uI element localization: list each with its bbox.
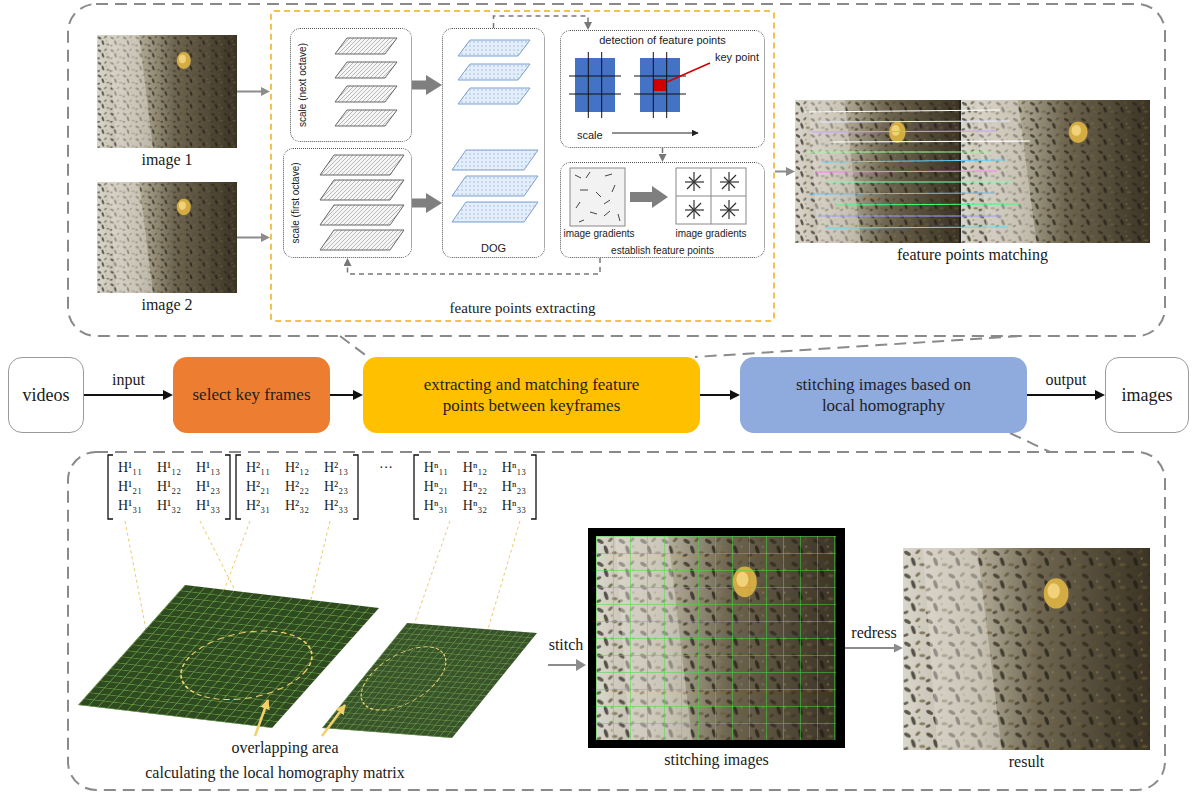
matrix-entry: Hⁿ₃₃ [502,498,526,514]
matrix-entry: Hⁿ₁₂ [463,460,487,476]
image-caption: image 1 [141,151,192,169]
node-text: image gradients [563,228,634,239]
connector-arrow [348,258,601,274]
annotation: overlapping area [231,739,338,757]
matrix-entry: Hⁿ₂₃ [502,479,526,495]
matrix-entry: H²₃₁ [246,498,270,514]
matrix-entry: ··· [379,460,393,476]
terminal-box: images [1105,357,1189,433]
scale-space-box: scale (next octave) [290,28,412,142]
node-text: scale (first octave) [290,162,301,243]
matrix-entry: Hⁿ₁₃ [502,460,526,476]
terminal-box: videos [8,357,84,433]
image-panel: image 2 [97,182,237,293]
gradient-box: image gradients image gradients establish … [560,162,765,258]
matrix-entry: H¹₂₃ [196,479,220,495]
node-text: videos [23,385,70,406]
matrix-entry: H²₁₂ [285,460,309,476]
dog-box: DOG [442,28,545,258]
matrix-entry: H²₃₂ [285,498,309,514]
node-text: scale (next octave) [297,43,308,127]
node-text: DOG [443,242,544,254]
matrix-entry: H²₃₃ [324,498,348,514]
process-box: select key frames [173,357,330,433]
image-planes [78,585,537,738]
connector-arrow [237,91,261,93]
matching-photo [795,100,1150,243]
matrix-entry: Hⁿ₁₁ [424,460,448,476]
image-panel: feature points matching [795,100,1150,243]
image-caption: feature points matching [897,246,1048,264]
image-panel: result [903,548,1150,750]
connector-arrow [84,394,163,396]
node-text: stitching images based on local homograp… [780,374,987,417]
matrix-entry: H²₁₁ [246,460,270,476]
matrix-entry: H²₂₃ [324,479,348,495]
node-text: key point [715,51,759,63]
gradient-figures [570,168,746,226]
matrix-entry: H¹₁₁ [118,460,142,476]
matrix-entry: H¹₂₂ [157,479,181,495]
stitch-arrow [548,659,586,671]
scale-space-box: scale (first octave) [283,148,412,258]
node-text: scale [577,129,603,141]
node-text: image gradients [675,228,746,239]
matrix-entry: H¹₃₂ [157,498,181,514]
image-panel: image 1 [97,35,237,148]
connector-arrow [237,237,261,239]
edge-label: redress [848,624,899,642]
connector-arrow [845,647,894,649]
connector-arrow [662,148,664,154]
matrix-entry: H¹₁₂ [157,460,181,476]
edge-label: output [1043,371,1090,389]
connector-arrow [1027,394,1095,396]
process-box: extracting and matching feature points b… [363,357,700,433]
node-text: feature points extracting [272,300,773,317]
connector-arrow [775,171,786,173]
stitched-photo [588,528,845,748]
matrix-entry: H¹₃₁ [118,498,142,514]
matrix-entry: Hⁿ₃₂ [463,498,487,514]
node-text: establish feature points [561,245,764,256]
image-caption: image 2 [141,296,192,314]
detection-box: detection of feature points key point scal… [560,30,765,148]
edge-label: input [109,371,148,389]
node-text: detection of feature points [561,34,764,46]
matrix-entry: H²₂₂ [285,479,309,495]
matrix-entry: H¹₃₃ [196,498,220,514]
node-text: images [1122,385,1173,406]
image-panel: stitching images [588,528,845,748]
dashed-group-box: feature points extracting scale (next oct… [270,10,775,322]
image-caption: result [1009,753,1045,771]
matrix-entry: Hⁿ₂₂ [463,479,487,495]
connector-arrow [330,394,353,396]
annotation: stitch [549,636,584,654]
matrix-brackets [108,455,536,519]
image-caption: stitching images [664,751,768,769]
process-box: stitching images based on local homograp… [740,357,1027,433]
annotation: calculating the local homography matrix [145,764,404,782]
connectors [84,16,1095,648]
detection-grids [569,52,710,133]
node-text: select key frames [193,384,311,405]
matrix-entry: H¹₂₁ [118,479,142,495]
connector-arrow [494,16,589,28]
connector-arrow [412,199,426,208]
matrix-entry: H²₂₁ [246,479,270,495]
connector-arrow [412,81,426,90]
node-text: extracting and matching feature points b… [408,374,655,417]
matrix-entry: Hⁿ₃₁ [424,498,448,514]
connector-arrow [700,394,730,396]
result-photo [903,548,1150,750]
input-photos [97,35,237,293]
matrix-entry: H¹₁₃ [196,460,220,476]
matrix-entry: Hⁿ₂₁ [424,479,448,495]
dashed-panels [68,4,1165,790]
scale-space-stacks [320,38,404,250]
dog-stacks [452,40,538,222]
matrix-entry: H²₁₃ [324,460,348,476]
